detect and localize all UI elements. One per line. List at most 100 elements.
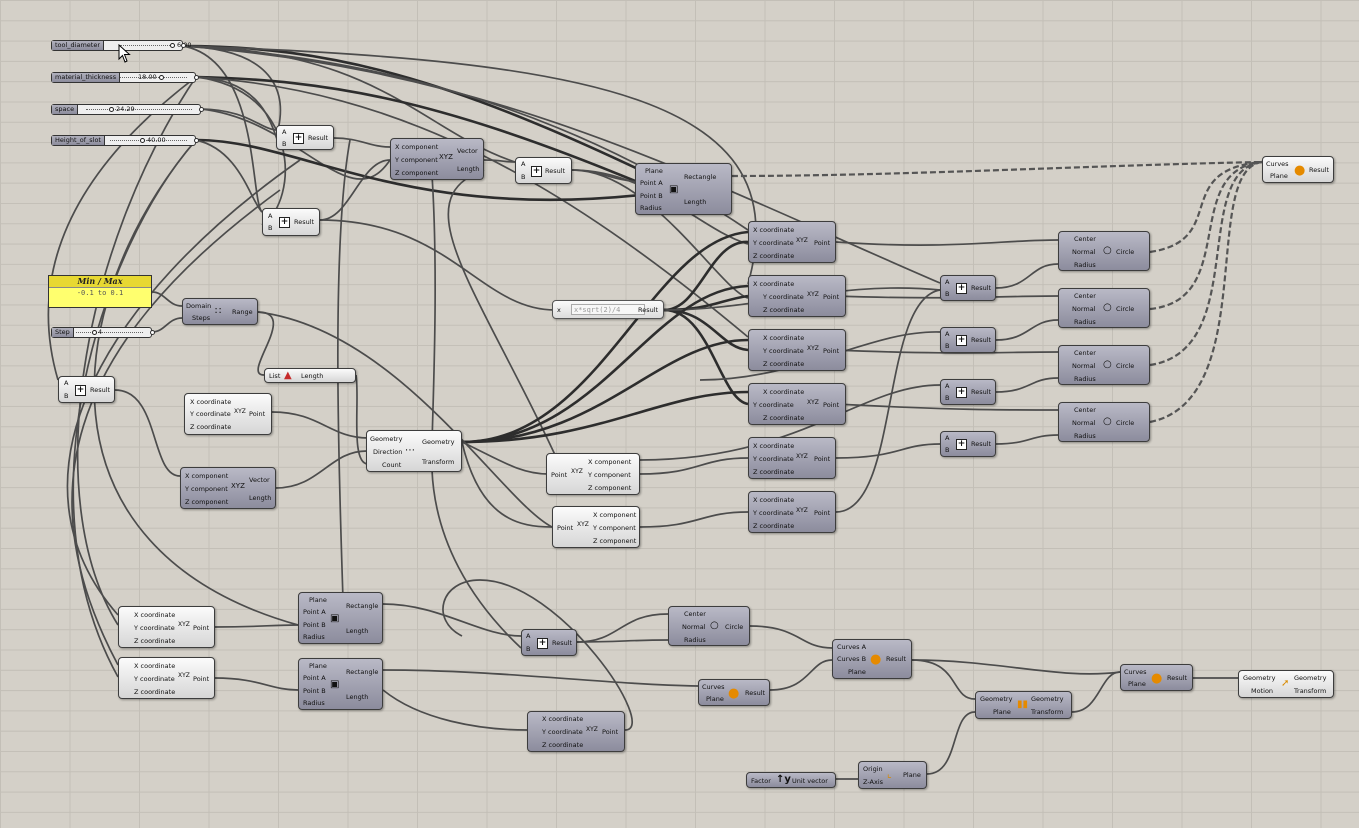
input-point-a[interactable]: Point A [303,608,326,616]
input-z[interactable]: Z coordinate [753,468,795,476]
input-b[interactable]: B [268,224,273,232]
input-plane[interactable]: Plane [309,596,327,604]
input-radius[interactable]: Radius [640,204,662,212]
input-geometry[interactable]: Geometry [370,435,403,443]
output-circle[interactable]: Circle [1116,419,1135,427]
input-normal[interactable]: Normal [1072,305,1096,313]
input-plane[interactable]: Plane [309,662,327,670]
output-z[interactable]: Z component [593,537,637,545]
addition-component[interactable]: A B + Result [940,431,996,457]
point-xyz-component[interactable]: X coordinate Y coordinate Z coordinate X… [748,491,836,533]
output-result[interactable]: Result [971,440,992,448]
circle-component[interactable]: Center Normal Radius ○ Circle [1058,402,1150,442]
rectangle-component[interactable]: Plane Point A Point B Radius ▣ Rectangle… [298,592,383,644]
output-result[interactable]: Result [886,655,907,663]
point-xyz-component[interactable]: X coordinate Y coordinate Z coordinate X… [748,437,836,479]
slider-grip[interactable] [109,107,114,112]
input-z[interactable]: Z component [185,498,229,506]
output-rectangle[interactable]: Rectangle [346,602,379,610]
output-geometry[interactable]: Geometry [422,438,455,446]
input-normal[interactable]: Normal [1072,362,1096,370]
input-z[interactable]: Z coordinate [190,423,232,431]
step-slider[interactable]: Step 4 [51,327,155,338]
input-count[interactable]: Count [382,461,402,469]
input-a[interactable]: A [521,160,526,168]
point-xyz-component[interactable]: X coordinate Y coordinate Z coordinate X… [527,711,625,752]
input-a[interactable]: A [64,379,69,387]
input-geometry[interactable]: Geometry [1243,674,1276,682]
output-result[interactable]: Result [90,386,111,394]
input-curves[interactable]: Curves [702,683,725,691]
input-radius[interactable]: Radius [1074,318,1096,326]
input-radius[interactable]: Radius [303,633,325,641]
input-direction[interactable]: Direction [373,448,403,456]
input-curves[interactable]: Curves [1266,160,1289,168]
output-point[interactable]: Point [193,624,210,632]
output-point[interactable]: Point [193,675,210,683]
vector-xyz-component[interactable]: X component Y component Z component XYZ … [180,467,276,509]
input-z[interactable]: Z coordinate [134,637,176,645]
input-point-b[interactable]: Point B [640,192,663,200]
min-max-panel[interactable]: Min / Max -0.1 to 0.1 [48,275,152,308]
input-y[interactable]: Y component [395,156,438,164]
output-x[interactable]: X component [593,511,637,519]
slider-track[interactable] [110,140,187,142]
unit-y-component[interactable]: Factor ↑y Unit vector [746,772,836,788]
vector-xyz-component[interactable]: X component Y component Z component XYZ … [390,138,484,180]
output-length[interactable]: Length [346,627,369,635]
input-z[interactable]: Z coordinate [134,688,176,696]
input-b[interactable]: B [945,342,950,350]
input-y[interactable]: Y coordinate [753,455,794,463]
output-length[interactable]: Length [249,494,272,502]
output-length[interactable]: Length [301,372,324,380]
input-factor[interactable]: Factor [751,777,771,785]
output-result[interactable]: Result [1309,166,1330,174]
input-x[interactable]: X coordinate [542,715,584,723]
slider-grip[interactable] [170,43,175,48]
point-xyz-component[interactable]: X coordinate Y coordinate Z coordinate X… [748,383,846,425]
circle-component[interactable]: Center Normal Radius ○ Circle [1058,288,1150,328]
expression-component[interactable]: x x*sqrt(2)/4 Result [552,300,664,319]
output-circle[interactable]: Circle [725,623,744,631]
input-radius[interactable]: Radius [684,636,706,644]
input-curves[interactable]: Curves [1124,668,1147,676]
input-radius[interactable]: Radius [1074,375,1096,383]
output-point[interactable]: Point [823,401,840,409]
input-curves-a[interactable]: Curves A [837,643,867,651]
input-a[interactable]: A [282,128,287,136]
point-xyz-component[interactable]: X coordinate Y coordinate Z coordinate X… [748,275,846,317]
addition-component[interactable]: A B + Result [940,327,996,353]
input-plane[interactable]: Plane [706,695,724,703]
deconstruct-point-component[interactable]: Point XYZ X component Y component Z comp… [552,506,640,548]
input-plane[interactable]: Plane [1128,680,1146,688]
input-b[interactable]: B [282,140,287,148]
orient-component[interactable]: Geometry Motion ➚ Geometry Transform [1238,670,1334,698]
range-component[interactable]: Domain Steps ∷ Range [182,298,258,325]
input-y[interactable]: Y component [185,485,228,493]
output-port[interactable] [181,43,186,48]
output-length[interactable]: Length [457,165,480,173]
addition-component[interactable]: A B + Result [521,629,577,656]
output-y[interactable]: Y component [593,524,636,532]
point-xyz-component[interactable]: X coordinate Y coordinate Z coordinate X… [184,393,272,435]
input-y[interactable]: Y coordinate [763,293,804,301]
input-normal[interactable]: Normal [1072,248,1096,256]
point-xyz-component[interactable]: X coordinate Y coordinate Z coordinate X… [118,657,215,699]
output-result[interactable]: Result [971,284,992,292]
output-port[interactable] [199,107,204,112]
input-center[interactable]: Center [1074,292,1096,300]
region-difference-component[interactable]: Curves A Curves B Plane ● Result [832,639,912,679]
output-vector[interactable]: Vector [249,476,270,484]
linear-array-component[interactable]: Geometry Direction Count ⋯ Geometry Tran… [366,430,462,472]
input-x[interactable]: X coordinate [763,334,805,342]
input-x[interactable]: X coordinate [753,496,795,504]
input-center[interactable]: Center [1074,406,1096,414]
input-x[interactable]: X coordinate [763,388,805,396]
output-rectangle[interactable]: Rectangle [346,668,379,676]
rectangle-component[interactable]: Plane Point A Point B Radius ▣ Rectangle… [635,163,732,215]
output-point[interactable]: Point [249,410,266,418]
input-plane[interactable]: Plane [993,708,1011,716]
input-x[interactable]: X coordinate [753,442,795,450]
input-radius[interactable]: Radius [1074,432,1096,440]
input-point-b[interactable]: Point B [303,687,326,695]
